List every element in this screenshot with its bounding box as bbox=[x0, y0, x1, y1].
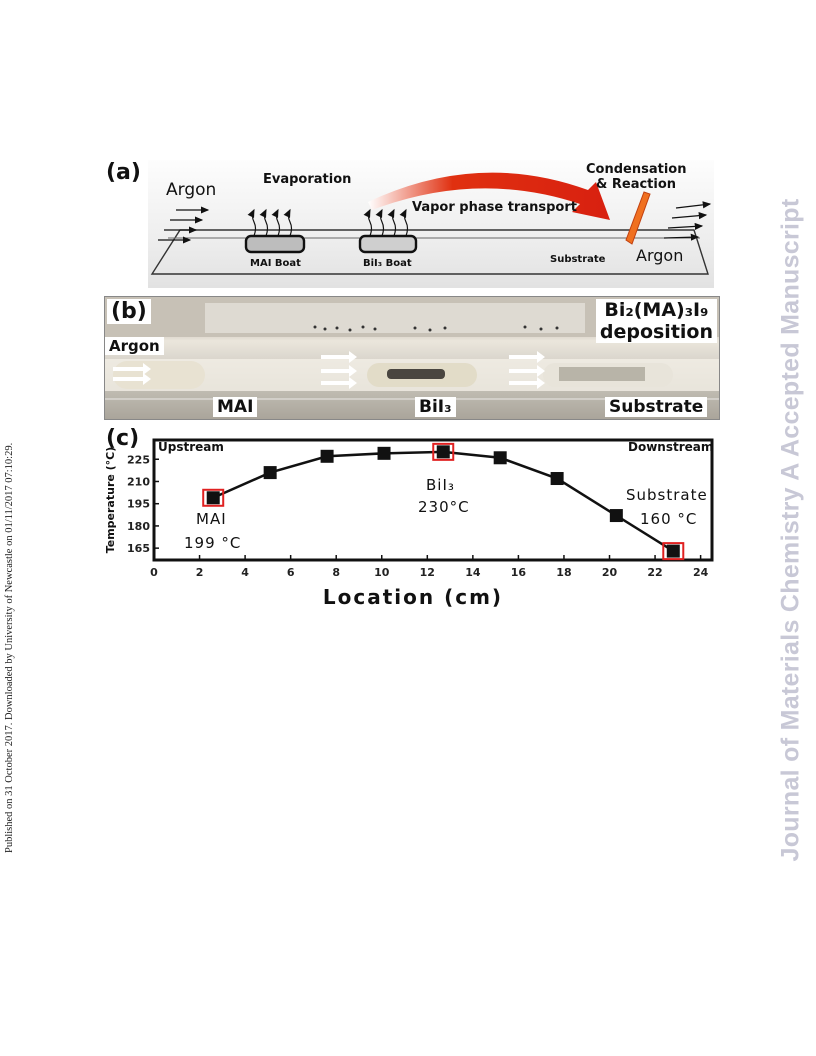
downstream-label: Downstream bbox=[628, 440, 714, 454]
x-tick-label: 18 bbox=[556, 566, 571, 579]
mai-boat-label: MAI Boat bbox=[250, 258, 301, 269]
data-point bbox=[320, 449, 334, 463]
reaction-label: & Reaction bbox=[596, 177, 677, 192]
substrate-annotation-name: Substrate bbox=[626, 486, 708, 504]
highlight-box bbox=[662, 542, 685, 561]
bii3-annotation-name: BiI₃ bbox=[426, 476, 455, 494]
substrate-label: Substrate bbox=[550, 254, 606, 265]
mai-boat bbox=[244, 234, 306, 254]
panel-a-label: (a) bbox=[106, 160, 141, 185]
deposition-text: deposition bbox=[599, 321, 713, 343]
publication-side-note: Published on 31 October 2017. Downloaded… bbox=[4, 442, 15, 853]
vapor-transport-arrow bbox=[368, 172, 610, 220]
x-tick-label: 12 bbox=[420, 566, 435, 579]
data-point bbox=[436, 445, 450, 459]
mai-annotation-name: MAI bbox=[196, 510, 227, 528]
substrate-plate bbox=[625, 191, 651, 245]
argon-out-label: Argon bbox=[636, 246, 684, 265]
x-tick-label: 8 bbox=[332, 566, 340, 579]
data-point bbox=[377, 446, 391, 460]
mai-annotation-temp: 199 °C bbox=[184, 534, 242, 552]
bii3-annotation-temp: 230°C bbox=[418, 498, 470, 516]
panel-b-label: (b) bbox=[107, 299, 151, 324]
x-tick-label: 2 bbox=[196, 566, 204, 579]
data-point bbox=[263, 466, 277, 480]
data-point bbox=[609, 509, 623, 523]
deposition-compound: Bi₂(MA)₃I₉ bbox=[604, 299, 709, 321]
y-tick-label: 165 bbox=[127, 542, 150, 555]
upstream-label: Upstream bbox=[158, 440, 224, 454]
bii3-boat bbox=[358, 234, 418, 254]
tube-schematic bbox=[150, 172, 712, 275]
tube-outline bbox=[150, 229, 709, 275]
condensation-label: Condensation bbox=[586, 162, 687, 177]
y-axis-label: Temperature (°C) bbox=[104, 447, 117, 554]
argon-in-label: Argon bbox=[166, 180, 217, 200]
y-tick-label: 180 bbox=[127, 520, 150, 533]
vapor-transport-label: Vapor phase transport bbox=[412, 200, 577, 215]
y-tick-label: 225 bbox=[127, 453, 150, 466]
x-tick-label: 0 bbox=[150, 566, 158, 579]
data-point bbox=[493, 451, 507, 465]
y-tick-label: 210 bbox=[127, 475, 150, 488]
argon-photo-label: Argon bbox=[105, 337, 164, 355]
x-tick-label: 10 bbox=[374, 566, 390, 579]
x-tick-label: 6 bbox=[287, 566, 295, 579]
bii3-boat-label: BiI₃ Boat bbox=[363, 258, 412, 269]
mai-photo-label: MAI bbox=[213, 397, 258, 417]
substrate-photo-label: Substrate bbox=[605, 397, 708, 417]
y-tick-label: 195 bbox=[127, 498, 150, 511]
x-tick-label: 24 bbox=[693, 566, 709, 579]
data-point bbox=[550, 472, 564, 486]
highlight-box bbox=[202, 488, 225, 507]
x-tick-label: 16 bbox=[511, 566, 527, 579]
panel-c-label: (c) bbox=[106, 426, 140, 451]
flow-arrows bbox=[113, 351, 545, 389]
x-tick-label: 14 bbox=[465, 566, 481, 579]
substrate-annotation-temp: 160 °C bbox=[640, 510, 698, 528]
x-tick-label: 4 bbox=[241, 566, 249, 579]
panel-b-photo: (b) Argon Bi₂(MA)₃I₉ deposition MAI BiI₃… bbox=[104, 296, 720, 420]
x-tick-label: 22 bbox=[647, 566, 662, 579]
data-point bbox=[206, 491, 220, 505]
panel-a-schematic: Argon Evaporation Vapor phase transport … bbox=[148, 160, 714, 288]
deposition-label-box: Bi₂(MA)₃I₉ deposition bbox=[595, 299, 717, 343]
data-point bbox=[666, 544, 680, 558]
evaporation-label: Evaporation bbox=[263, 172, 352, 187]
highlight-box bbox=[432, 442, 455, 461]
x-axis-label: Location (cm) bbox=[323, 585, 503, 609]
journal-watermark: Journal of Materials Chemistry A Accepte… bbox=[776, 198, 805, 862]
x-tick-label: 20 bbox=[602, 566, 618, 579]
bii3-photo-label: BiI₃ bbox=[415, 397, 456, 417]
